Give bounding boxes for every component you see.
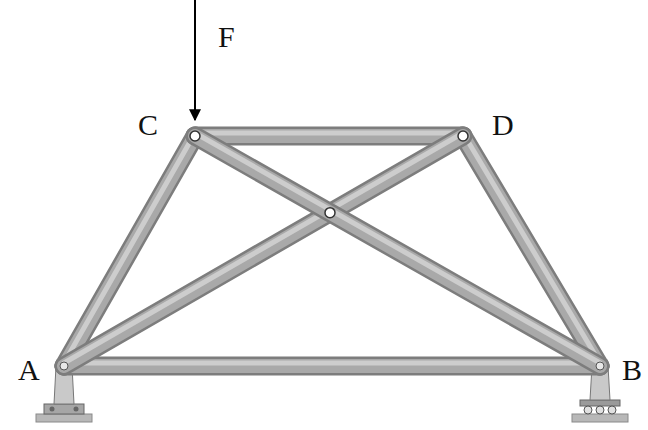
joint-label: A: [18, 355, 40, 385]
joint-label: D: [492, 110, 514, 140]
pin-joint: [325, 208, 335, 218]
pin-joint: [458, 131, 468, 141]
joint-label: B: [622, 355, 642, 385]
truss-member: [64, 363, 600, 366]
support-pin: [60, 362, 68, 370]
force-label: F: [218, 22, 235, 52]
joint-label: C: [138, 110, 158, 140]
force-arrow: [194, 0, 196, 120]
truss-member: [195, 133, 600, 366]
truss-members: [64, 133, 600, 366]
truss-member: [195, 133, 463, 136]
support-pin: [596, 362, 604, 370]
pin-joint: [190, 131, 200, 141]
